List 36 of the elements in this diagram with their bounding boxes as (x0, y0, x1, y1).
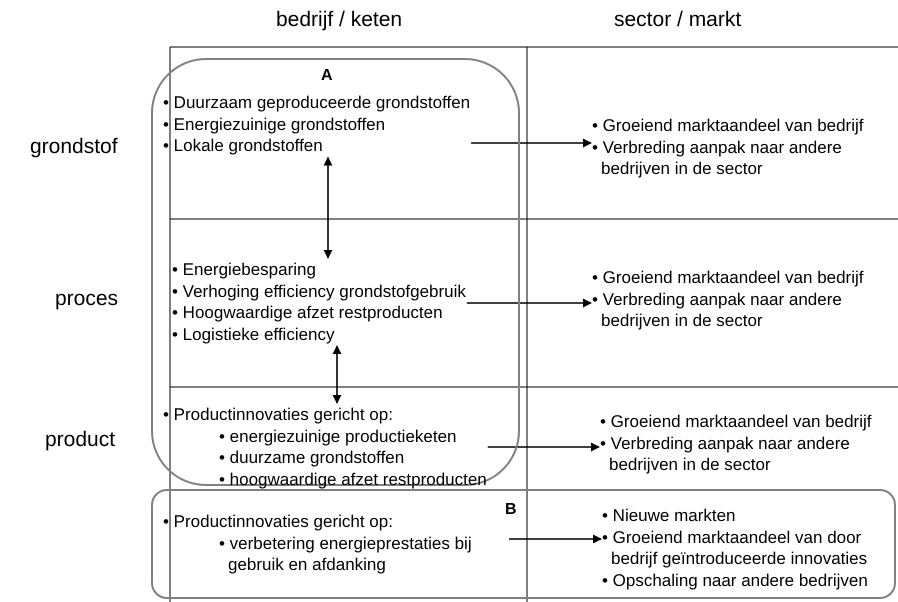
bullet-text: • Productinnovaties gericht op: (163, 404, 394, 426)
bullet-text: • Groeiend marktaandeel van bedrijf (592, 267, 864, 288)
arrow (324, 156, 332, 259)
arrow (466, 298, 592, 308)
bullet-text: • Groeiend marktaandeel van bedrijf (600, 411, 872, 432)
bullet-text: • duurzame grondstoffen (219, 447, 406, 468)
bullet-text: • Hoogwaardige afzet restproducten (172, 302, 444, 324)
column-header: bedrijf / keten (276, 8, 402, 32)
bullet-text: • Lokale grondstoffen (163, 135, 324, 156)
column-header: sector / markt (614, 8, 742, 32)
arrow (509, 534, 602, 544)
arrow (471, 138, 592, 148)
bullet-text: • hoogwaardige afzet restproducten (219, 468, 487, 490)
bullet-text: • Verbreding aanpak naar andere bedrijven in de sector (592, 288, 843, 332)
bullet-text: • Verbreding aanpak naar andere bedrijven in de sector (592, 136, 843, 180)
bullet-text: • Groeiend marktaandeel van door bedrijf geïntroduceerde innovaties (602, 526, 868, 570)
row-label: product (45, 428, 116, 452)
arrow (488, 442, 600, 452)
bullet-text: • Productinnovaties gericht op: (163, 511, 394, 532)
row-label: grondstof (30, 135, 118, 159)
bullet-text: • Verbreding aanpak naar andere bedrijven in de sector (600, 432, 851, 476)
group-letter: A (321, 67, 333, 85)
bullet-text: • Nieuwe markten (602, 505, 737, 526)
rounded-group-box (151, 489, 896, 599)
bullet-text: • Duurzaam geproduceerde grondstoffen (163, 92, 470, 114)
row-label: proces (55, 287, 118, 311)
bullet-text: • Energiebesparing (172, 259, 317, 280)
bullet-text: • Verhoging efficiency grondstofgebruik (172, 280, 466, 302)
arrow (332, 345, 342, 404)
bullet-text: • Energiezuinige grondstoffen (163, 114, 386, 135)
bullet-text: • verbetering energieprestaties bij gebruik en afdanking (219, 532, 473, 576)
bullet-text: • Opschaling naar andere bedrijven (602, 570, 869, 591)
bullet-text: • Groeiend marktaandeel van bedrijf (592, 115, 864, 136)
bullet-text: • energiezuinige productieketen (219, 426, 458, 447)
group-letter: B (505, 501, 517, 519)
bullet-text: • Logistieke efficiency (172, 324, 336, 345)
